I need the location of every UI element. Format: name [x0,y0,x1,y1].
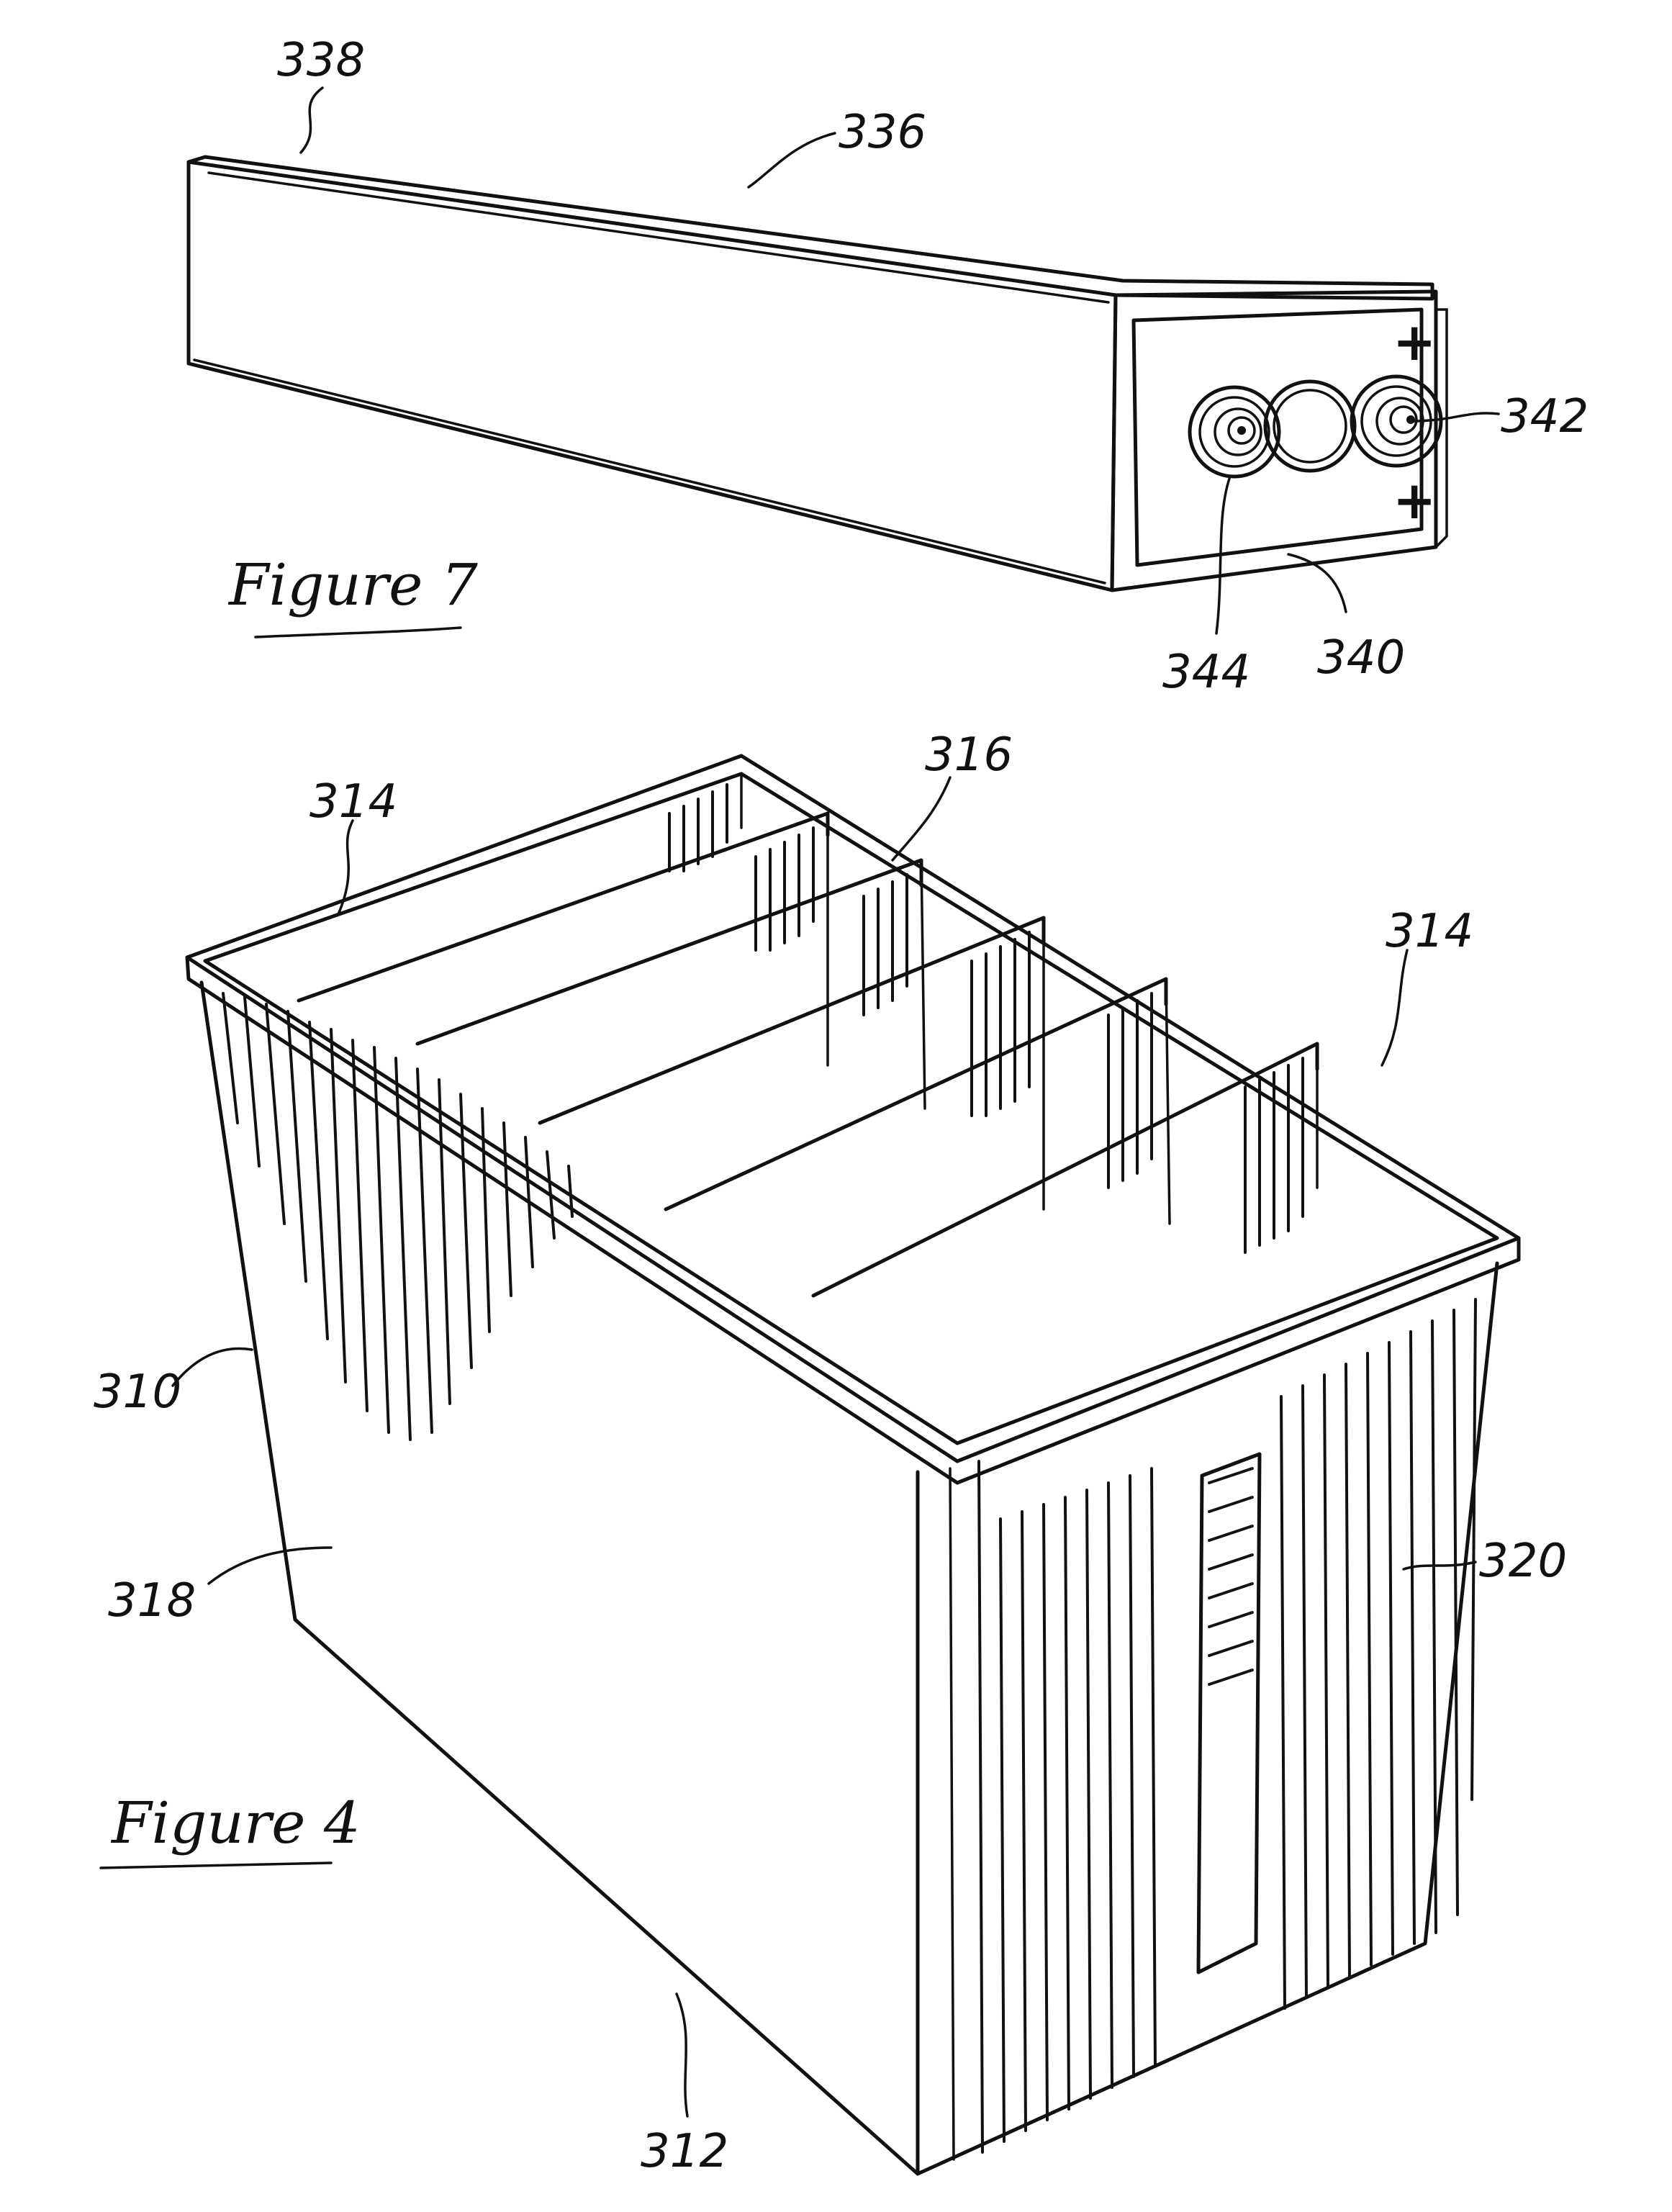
fig4-label-310: 310 [94,1365,181,1419]
fig7-terminal-negative [1188,385,1281,479]
fig4-leader-320 [1402,1561,1477,1571]
fig4-leader-314b [1380,949,1409,1067]
fig4-label-314a: 314 [309,775,397,829]
fig4-label-316: 316 [925,728,1013,782]
fig7-label-342: 342 [1501,390,1589,443]
fig4-cell-dividers [297,772,1319,1298]
fig4-leader-316 [891,776,952,862]
fig7-body-bottom-edge [193,358,1106,584]
fig4-body-left-edge [199,980,920,2176]
fig4-right-side-ribs [977,1298,1477,2154]
fig4-rim-lower-edge [185,955,1521,1485]
fig4-leader-318 [207,1546,333,1585]
fig4-label-318: 318 [108,1574,196,1628]
fig7-label-338: 338 [277,34,365,87]
fig4-leader-314a [337,819,354,916]
fig7-label-336: 336 [839,106,926,159]
fig7-top-edge-line [207,171,1110,304]
fig7-label-340: 340 [1317,631,1405,685]
fig4-rim-inner [203,772,1499,1445]
fig7-label-344: 344 [1162,646,1250,699]
fig4-label-320: 320 [1479,1535,1567,1588]
fig7-leader-340 [1287,553,1347,613]
fig4-leader-312 [675,1992,689,2118]
fig4-caption-underline [99,1861,333,1869]
fig7-leader-338 [299,86,324,154]
fig4-label-314b: 314 [1386,905,1473,958]
figure-7: + + 338 336 342 344 340 Figure 7 [186,34,1589,699]
figure-4: 314 316 314 310 318 320 312 Figure 4 [94,728,1567,2178]
fig4-label-312: 312 [641,2125,728,2178]
fig7-caption: Figure 7 [227,551,478,618]
fig4-cell-hatching [668,783,1304,1254]
fig7-leader-336 [747,132,836,189]
fig7-top-face [186,155,1434,301]
fig7-plus-sign-top: + [1393,312,1436,372]
fig7-end-cap-inner [1131,307,1424,567]
fig4-left-side-ribs [222,992,574,1441]
fig7-caption-underline [254,626,462,638]
fig4-label-panel-texture [1208,1467,1254,1686]
fig4-front-corner-edge [949,1467,955,2161]
fig7-vent-cap [1263,379,1357,473]
fig7-body [186,160,1118,592]
fig4-caption: Figure 4 [110,1789,361,1856]
fig7-leader-342 [1411,412,1500,423]
fig4-leader-310 [171,1347,253,1387]
fig7-plus-sign-bottom: + [1393,470,1436,531]
fig7-end-cap-lip [1434,308,1448,549]
fig4-label-panel [1196,1452,1262,1974]
fig7-leader-344 [1215,477,1231,635]
